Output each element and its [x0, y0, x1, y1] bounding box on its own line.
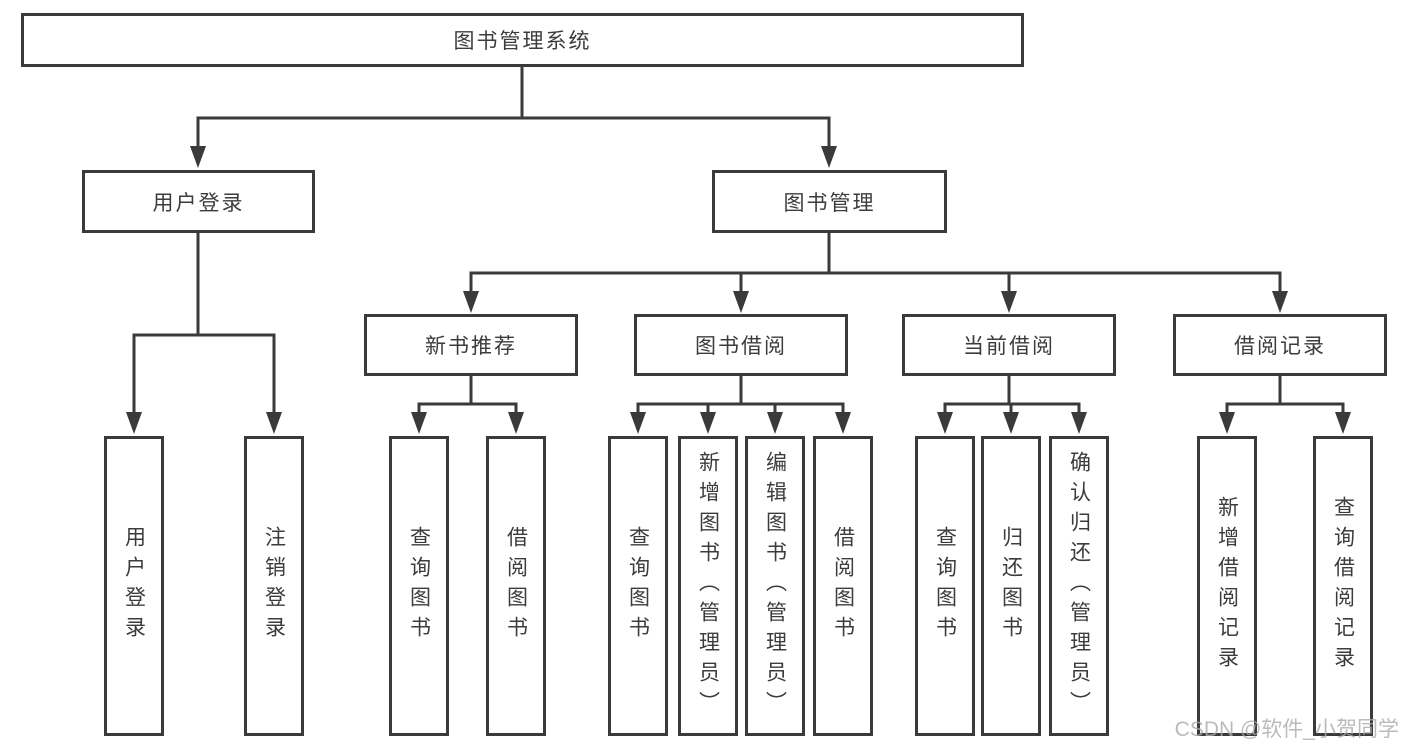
node-book-management: 图书管理 [712, 170, 947, 233]
leaf-return-book: 归还图书 [981, 436, 1041, 736]
leaf-query-borrow-record: 查询借阅记录 [1313, 436, 1373, 736]
leaf-query-books-recommend-label: 查询图书 [407, 526, 431, 646]
node-book-borrow: 图书借阅 [634, 314, 848, 376]
leaf-add-borrow-record-label: 新增借阅记录 [1215, 496, 1239, 676]
node-user-login-label: 用户登录 [152, 191, 245, 215]
leaf-edit-book-admin-label: 编辑图书（管理员） [763, 451, 787, 721]
leaf-logout-label: 注销登录 [262, 526, 286, 646]
leaf-query-borrow-record-label: 查询借阅记录 [1331, 496, 1355, 676]
leaf-logout: 注销登录 [244, 436, 304, 736]
node-user-login: 用户登录 [82, 170, 315, 233]
leaf-borrow-books-borrow-label: 借阅图书 [831, 526, 855, 646]
leaf-return-book-label: 归还图书 [999, 526, 1023, 646]
leaf-query-books-borrow-label: 查询图书 [626, 526, 650, 646]
node-root: 图书管理系统 [21, 13, 1024, 67]
leaf-add-borrow-record: 新增借阅记录 [1197, 436, 1257, 736]
watermark: CSDN @软件_小贺同学 [1174, 718, 1399, 741]
node-borrow-records-label: 借阅记录 [1234, 335, 1326, 358]
node-book-borrow-label: 图书借阅 [695, 335, 787, 358]
leaf-borrow-books-recommend: 借阅图书 [486, 436, 546, 736]
node-new-book-recommend: 新书推荐 [364, 314, 578, 376]
leaf-user-login-label: 用户登录 [122, 526, 146, 646]
leaf-confirm-return-admin: 确认归还（管理员） [1049, 436, 1109, 736]
node-borrow-records: 借阅记录 [1173, 314, 1387, 376]
node-root-label: 图书管理系统 [453, 30, 592, 53]
node-book-management-label: 图书管理 [783, 191, 876, 215]
leaf-add-book-admin: 新增图书（管理员） [678, 436, 738, 736]
leaf-query-books-borrow: 查询图书 [608, 436, 668, 736]
leaf-user-login: 用户登录 [104, 436, 164, 736]
leaf-query-books-current: 查询图书 [915, 436, 975, 736]
node-new-book-recommend-label: 新书推荐 [425, 335, 517, 358]
connector-path [132, 65, 1345, 416]
leaf-query-books-recommend: 查询图书 [389, 436, 449, 736]
node-current-borrow: 当前借阅 [902, 314, 1116, 376]
leaf-query-books-current-label: 查询图书 [933, 526, 957, 646]
leaf-borrow-books-borrow: 借阅图书 [813, 436, 873, 736]
leaf-borrow-books-recommend-label: 借阅图书 [504, 526, 528, 646]
leaf-edit-book-admin: 编辑图书（管理员） [745, 436, 805, 736]
node-current-borrow-label: 当前借阅 [963, 335, 1055, 358]
leaf-add-book-admin-label: 新增图书（管理员） [696, 451, 720, 721]
leaf-confirm-return-admin-label: 确认归还（管理员） [1067, 451, 1091, 721]
